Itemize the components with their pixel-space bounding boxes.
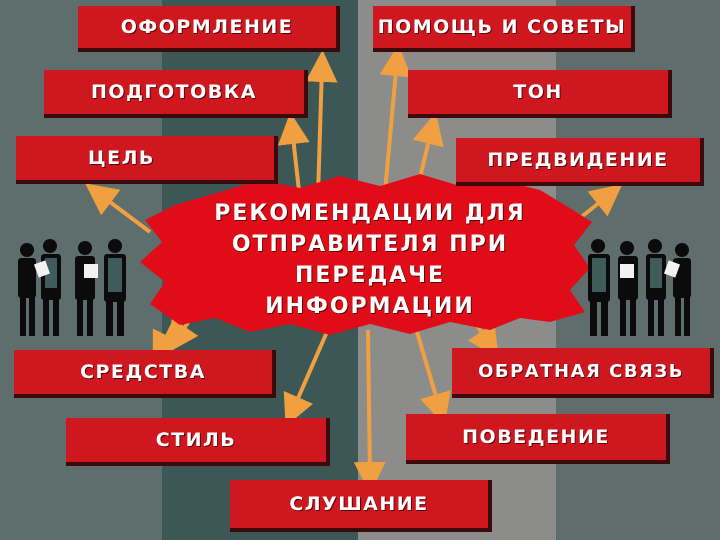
central-starburst xyxy=(140,174,592,335)
arrow-to-stil xyxy=(283,324,332,427)
box-label: СРЕДСТВА xyxy=(80,361,206,383)
box-label: ОБРАТНАЯ СВЯЗЬ xyxy=(478,360,684,382)
box-ton: ТОН xyxy=(408,70,672,118)
box-predvidenie: ПРЕДВИДЕНИЕ xyxy=(456,138,704,186)
box-label: ПРЕДВИДЕНИЕ xyxy=(487,149,669,171)
box-label: ЦЕЛЬ xyxy=(88,147,155,169)
box-slushanie: СЛУШАНИЕ xyxy=(230,480,492,532)
arrow-to-pomoshch xyxy=(379,44,412,193)
box-label: СТИЛЬ xyxy=(155,429,237,451)
arrow-to-povedenie xyxy=(413,324,451,426)
box-label: ПОВЕДЕНИЕ xyxy=(462,426,610,448)
box-oformlenie: ОФОРМЛЕНИЕ xyxy=(78,6,340,52)
box-povedenie: ПОВЕДЕНИЕ xyxy=(406,414,670,464)
box-label: СЛУШАНИЕ xyxy=(289,493,429,515)
box-podgotovka: ПОДГОТОВКА xyxy=(44,70,308,118)
arrow-to-slushanie xyxy=(353,329,386,494)
box-label: ПОДГОТОВКА xyxy=(90,81,258,103)
box-label: ТОН xyxy=(513,81,563,103)
arrow-to-oformlenie xyxy=(305,50,338,196)
box-label: ПОМОЩЬ И СОВЕТЫ xyxy=(377,16,627,38)
box-pomoshch-i-sovety: ПОМОЩЬ И СОВЕТЫ xyxy=(373,6,635,52)
center-title: РЕКОМЕНДАЦИИ ДЛЯ ОТПРАВИТЕЛЯ ПРИ ПЕРЕДАЧ… xyxy=(214,201,526,319)
arrow-to-tsel xyxy=(85,183,152,234)
box-label: ОФОРМЛЕНИЕ xyxy=(120,16,294,38)
box-stil: СТИЛЬ xyxy=(66,418,330,466)
box-obratnaya-svyaz: ОБРАТНАЯ СВЯЗЬ xyxy=(452,348,714,398)
box-sredstva: СРЕДСТВА xyxy=(14,350,276,398)
box-tsel: ЦЕЛЬ xyxy=(16,136,278,184)
